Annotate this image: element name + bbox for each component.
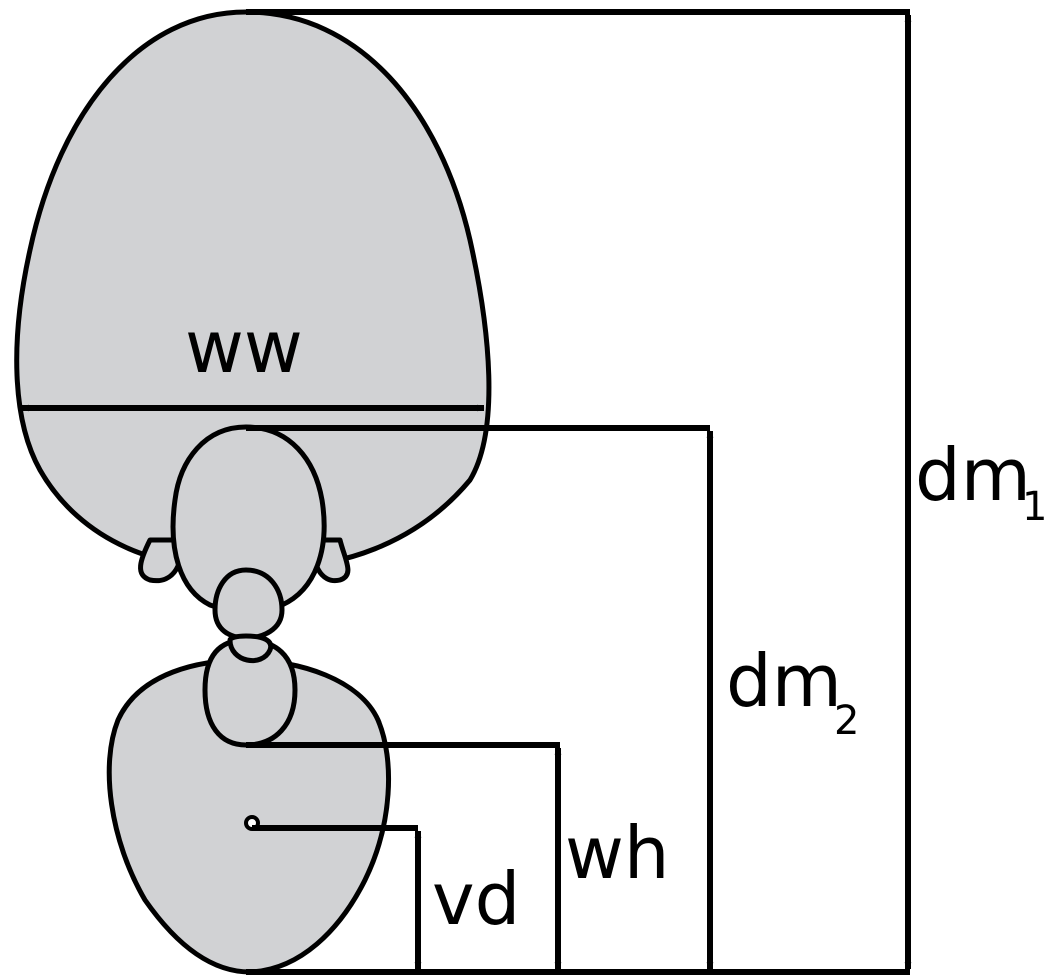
wh-label: wh <box>565 811 670 895</box>
vd-label: vd <box>432 857 520 941</box>
reference-lines <box>246 9 910 975</box>
labels: ww dm 1 dm 2 wh vd <box>185 305 1047 941</box>
lower-neck-cap-shape <box>227 633 274 663</box>
middle-segment-shape <box>212 567 285 641</box>
dm1-subscript: 1 <box>1022 484 1047 530</box>
specimen-outline <box>14 9 492 975</box>
dm2-subscript: 2 <box>834 698 859 744</box>
dm1-label: dm <box>915 433 1031 517</box>
dm2-label: dm <box>726 639 842 723</box>
ww-label: ww <box>185 305 303 389</box>
dimension-arrows <box>21 14 912 970</box>
